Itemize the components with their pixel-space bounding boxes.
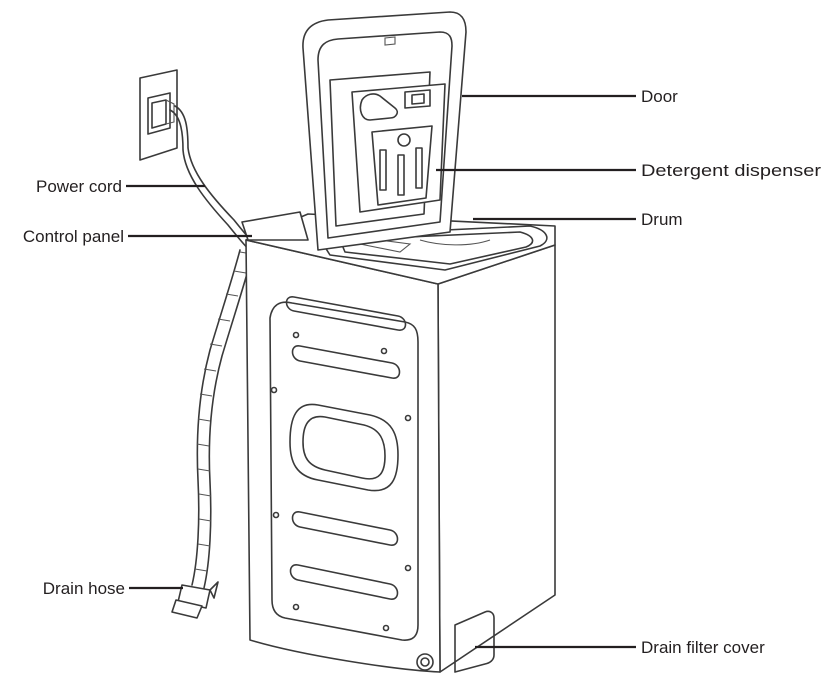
detergent-dispenser xyxy=(351,83,446,213)
hose-rib xyxy=(197,468,211,472)
drain-hose xyxy=(171,249,253,619)
hose-rib xyxy=(196,443,210,447)
control-panel-label: Control panel xyxy=(23,227,124,246)
door-label: Door xyxy=(641,87,678,106)
hose-rib xyxy=(194,568,208,572)
hose-rib xyxy=(209,343,223,347)
hose-rib xyxy=(203,368,217,372)
hose-rib xyxy=(197,543,211,547)
drum-label: Drum xyxy=(641,210,683,229)
hose-rib xyxy=(217,318,231,322)
hose-rib xyxy=(233,270,247,274)
power-cord-label: Power cord xyxy=(36,177,122,196)
cabinet xyxy=(245,239,556,673)
hose-rib xyxy=(225,293,239,297)
hose-rib xyxy=(198,518,212,522)
detergent-dispenser-label: Detergent dispenser xyxy=(641,161,821,180)
drain-filter-cover-label: Drain filter cover xyxy=(641,638,765,657)
hose-rib xyxy=(199,393,213,397)
hose-rib xyxy=(197,418,211,422)
wall-socket xyxy=(139,69,178,161)
drain-hose-label: Drain hose xyxy=(43,579,125,598)
hose-rib xyxy=(198,493,212,497)
